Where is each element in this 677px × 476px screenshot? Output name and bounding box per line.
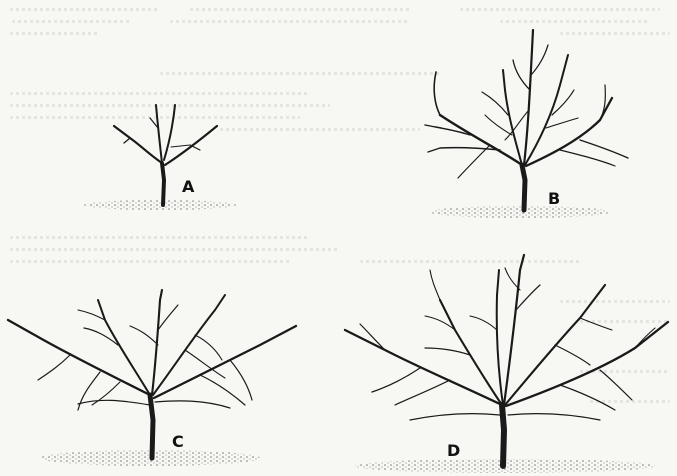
tree-label-c: C bbox=[172, 432, 184, 451]
branch-c bbox=[8, 320, 150, 395]
trunk-d bbox=[502, 405, 504, 466]
tree-d bbox=[345, 255, 668, 473]
tree-label-b: B bbox=[548, 189, 561, 208]
branch-a bbox=[114, 126, 162, 163]
branch-b bbox=[524, 30, 533, 165]
branch-d bbox=[506, 322, 668, 406]
branch-d bbox=[497, 270, 503, 405]
branch-b bbox=[440, 115, 522, 165]
trunk-c bbox=[150, 395, 153, 458]
branch-b bbox=[526, 98, 612, 166]
branch-c bbox=[152, 290, 162, 395]
tree-label-d: D bbox=[447, 441, 461, 460]
trunk-b bbox=[522, 165, 525, 210]
branch-a bbox=[156, 105, 162, 163]
tree-c bbox=[8, 290, 296, 466]
branch-b bbox=[503, 70, 522, 165]
tree-label-a: A bbox=[182, 177, 195, 196]
tree-b bbox=[425, 30, 628, 218]
trunk-a bbox=[162, 163, 164, 205]
tree-a bbox=[84, 105, 236, 210]
ground-a bbox=[84, 200, 236, 210]
branch-a bbox=[164, 105, 175, 160]
ground-b bbox=[430, 206, 610, 218]
branch-c bbox=[154, 326, 296, 398]
branch-d bbox=[504, 255, 524, 405]
